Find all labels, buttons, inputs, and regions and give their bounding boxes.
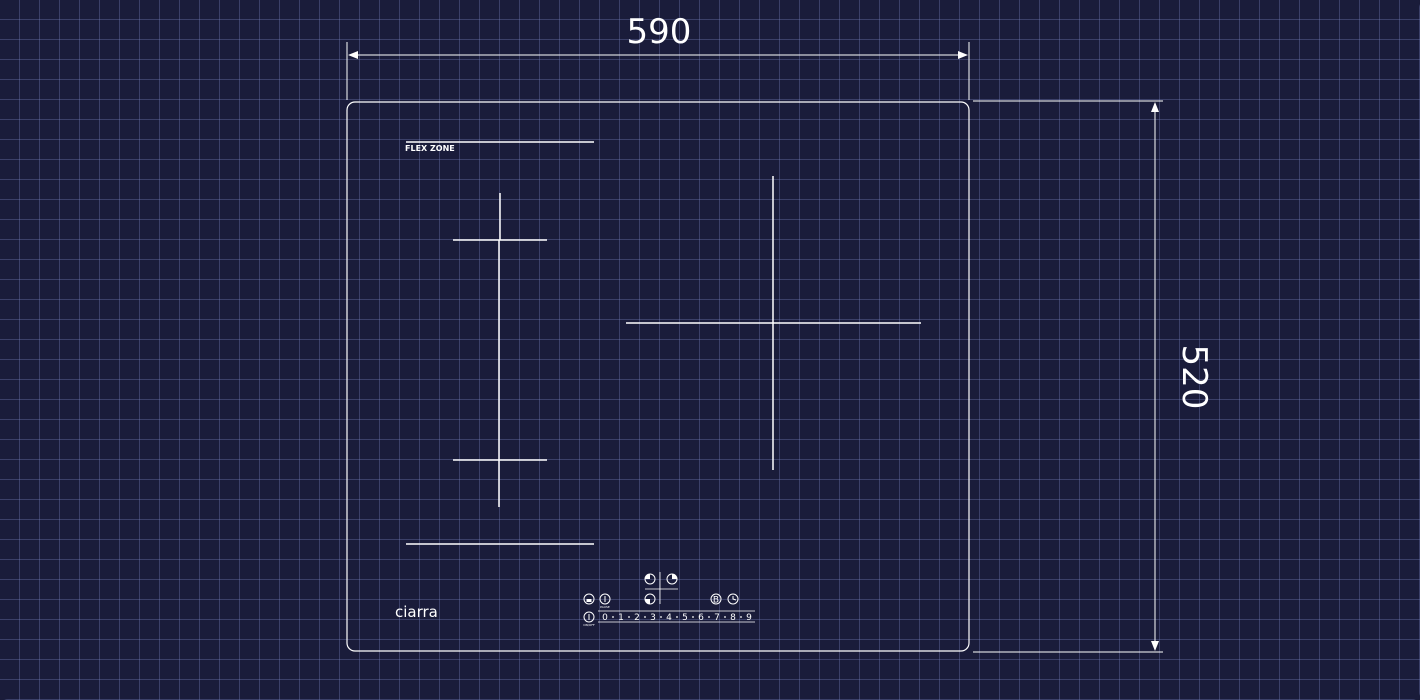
power-level-2[interactable]: 2 — [634, 613, 640, 623]
power-level-5[interactable]: 5 — [682, 613, 688, 623]
onoff-label: ON/OFF — [583, 623, 595, 627]
power-level-1[interactable]: 1 — [618, 613, 624, 623]
lock-icon[interactable] — [583, 593, 595, 605]
depth-dimension: 520 — [973, 100, 1214, 653]
cooktop-outline — [346, 101, 970, 652]
level-separator-dot — [692, 616, 694, 618]
brand-logo: ciarra — [395, 603, 438, 621]
cooking-zone-right — [626, 176, 921, 470]
power-level-9[interactable]: 9 — [746, 613, 752, 623]
power-icon[interactable] — [583, 611, 595, 623]
level-separator-dot — [724, 616, 726, 618]
boost-label: B — [713, 596, 719, 606]
timer-icon[interactable] — [727, 593, 739, 605]
pause-icon[interactable] — [599, 593, 611, 605]
power-level-3[interactable]: 3 — [650, 613, 656, 623]
depth-label: 520 — [1174, 345, 1214, 410]
power-level-0[interactable]: 0 — [602, 613, 608, 623]
width-dimension: 590 — [346, 12, 970, 100]
boost-icon[interactable] — [710, 593, 722, 605]
level-separator-dot — [708, 616, 710, 618]
power-level-6[interactable]: 6 — [698, 613, 704, 623]
level-separator-dot — [660, 616, 662, 618]
level-separator-dot — [676, 616, 678, 618]
flex-zone-label: FLEX ZONE — [405, 144, 455, 153]
level-separator-dot — [612, 616, 614, 618]
level-separator-dot — [628, 616, 630, 618]
power-level-7[interactable]: 7 — [714, 613, 720, 623]
flex-zone — [406, 141, 594, 545]
pause-label: PAUSE — [600, 605, 610, 609]
level-separator-dot — [740, 616, 742, 618]
control-panel — [583, 572, 755, 623]
power-level-4[interactable]: 4 — [666, 613, 672, 623]
level-separator-dot — [644, 616, 646, 618]
width-label: 590 — [627, 12, 692, 52]
power-level-8[interactable]: 8 — [730, 613, 736, 623]
